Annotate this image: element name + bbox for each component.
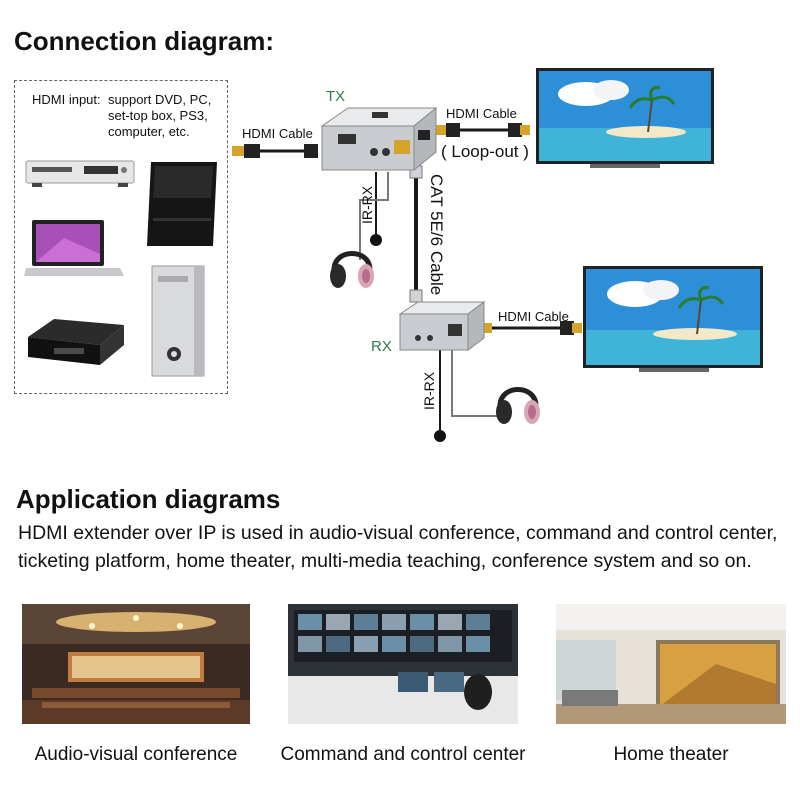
application-diagrams-title: Application diagrams — [16, 484, 281, 514]
application-description: HDMI extender over IP is used in audio-v… — [18, 522, 778, 572]
source-devices-box — [14, 80, 228, 394]
pc-tower-image — [151, 265, 205, 377]
audio-visual-conference-caption: Audio-visual conference — [34, 744, 238, 765]
hdmi-input-line-3: computer, etc. — [108, 124, 190, 139]
game-console-image — [147, 162, 217, 246]
rx-extender-device — [398, 301, 486, 351]
home-theater-caption: Home theater — [613, 744, 729, 765]
tx-label: TX — [326, 88, 346, 105]
connection-diagram-title: Connection diagram: — [14, 26, 275, 56]
rx-ir-rx-text: IR-RX — [421, 371, 437, 410]
command-control-center-caption: Command and control center — [280, 744, 526, 765]
set-top-box-image — [28, 319, 124, 365]
cat-cable-text: CAT 5E/6 Cable — [427, 174, 446, 296]
headphones-icon — [496, 387, 540, 424]
laptop-image — [24, 220, 124, 276]
audio-visual-conference-photo — [22, 604, 250, 724]
hdmi-input-line-1: support DVD, PC, — [108, 92, 212, 107]
rx-hdmi-cable-label: HDMI Cable — [498, 309, 569, 324]
loopout-tv-image — [536, 68, 714, 172]
dvd-player-image — [25, 160, 135, 187]
loop-out-label: ( Loop-out ) — [441, 142, 529, 161]
command-control-center-photo — [288, 604, 518, 724]
rx-label: RX — [371, 338, 392, 355]
hdmi-input-label: HDMI input: — [32, 92, 101, 107]
headphones-icon — [330, 251, 374, 288]
loopout-hdmi-cable-label: HDMI Cable — [446, 106, 517, 121]
home-theater-photo — [556, 604, 786, 724]
input-hdmi-cable-label: HDMI Cable — [242, 126, 313, 141]
rx-tv-image — [583, 266, 763, 372]
tx-extender-device — [320, 106, 438, 172]
connection-lines — [232, 123, 582, 442]
hdmi-input-line-2: set-top box, PS3, — [108, 108, 208, 123]
tx-ir-rx-text: IR-RX — [359, 185, 375, 224]
